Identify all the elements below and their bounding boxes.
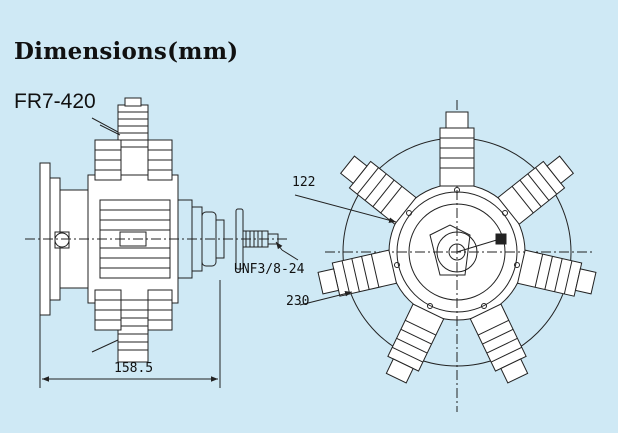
- front-cylinder: [385, 303, 445, 384]
- front-view: [294, 100, 597, 412]
- thread-label: UNF3/8-24: [234, 262, 305, 277]
- page-title: Dimensions(mm): [14, 38, 239, 65]
- outer-diameter-label: 230: [286, 294, 310, 309]
- side-view: [25, 97, 299, 388]
- front-cylinder: [497, 155, 575, 225]
- front-cylinder: [469, 303, 529, 384]
- inner-diameter-label: 122: [292, 175, 316, 190]
- upper-cylinders: [91, 97, 173, 181]
- front-cylinder: [317, 249, 398, 297]
- front-cylinder: [439, 111, 475, 187]
- lower-cylinders: [91, 289, 173, 363]
- model-name: FR7-420: [14, 90, 96, 113]
- front-cylinder: [516, 249, 597, 297]
- length-label: 158.5: [114, 361, 154, 376]
- front-cylinder: [339, 155, 417, 225]
